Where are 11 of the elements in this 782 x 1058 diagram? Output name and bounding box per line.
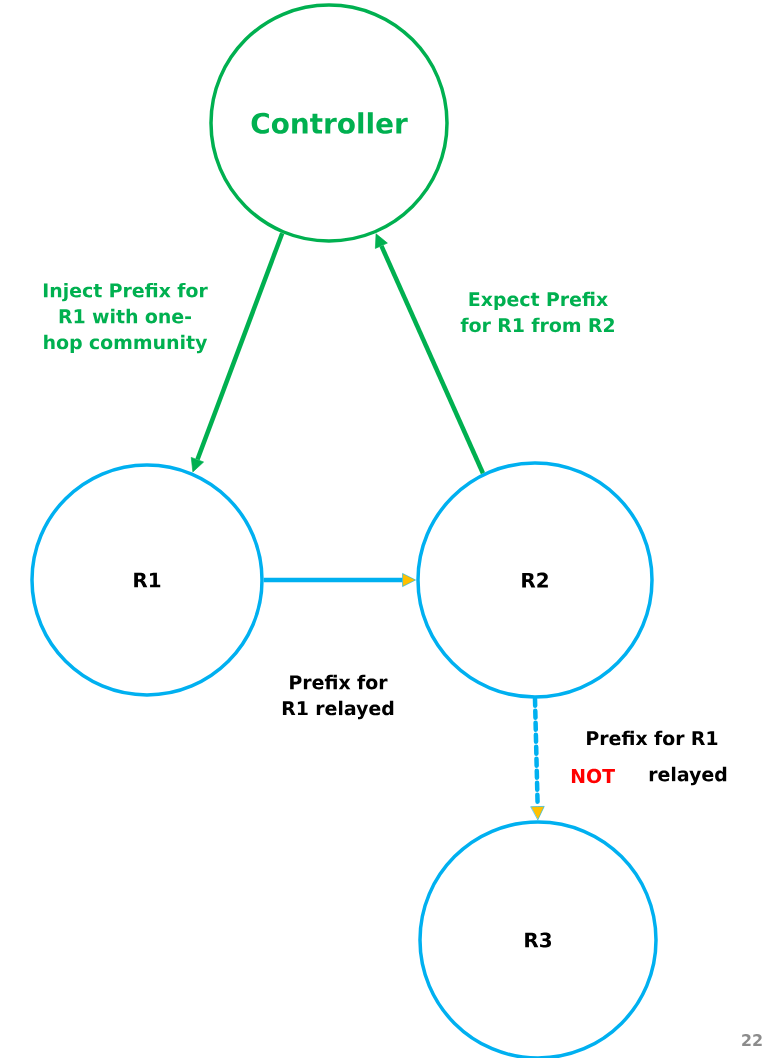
arrow bbox=[190, 232, 285, 473]
arrow bbox=[375, 233, 485, 475]
page-number: 22 bbox=[742, 1034, 762, 1046]
edge-label: Expect Prefix for R1 from R2 bbox=[460, 291, 614, 333]
edge-label: Prefix for R1 bbox=[587, 730, 718, 746]
arrow bbox=[263, 573, 416, 587]
arrow bbox=[530, 696, 545, 820]
edge-label: Inject Prefix for R1 with one-hop community bbox=[43, 282, 208, 354]
status-word: NOT bbox=[571, 768, 615, 784]
edge-label: Prefix for R1 relayed bbox=[282, 674, 394, 720]
note-text: relayed bbox=[649, 766, 727, 786]
